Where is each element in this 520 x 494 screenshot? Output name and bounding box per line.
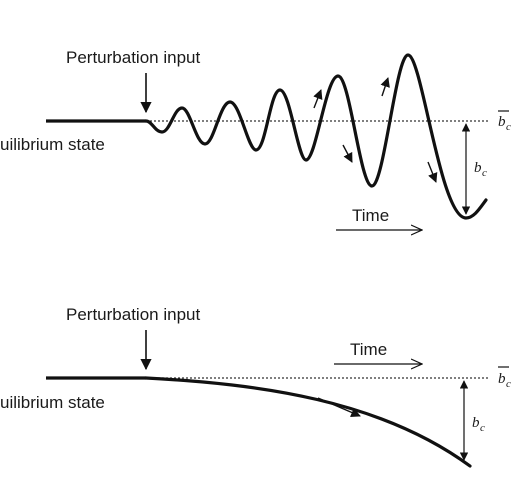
equilibrium-label: uilibrium state bbox=[0, 135, 105, 154]
bc-bar-sub: c bbox=[506, 378, 511, 390]
divergence-curve bbox=[144, 376, 472, 468]
bc-sub: c bbox=[482, 167, 487, 179]
bc-bar-label: b bbox=[498, 114, 506, 130]
up-arrow-icon bbox=[380, 77, 390, 97]
perturbation-label: Perturbation input bbox=[66, 48, 200, 67]
time-label: Time bbox=[352, 206, 389, 225]
bc-sub: c bbox=[480, 422, 485, 434]
bc-bar-label: b bbox=[498, 371, 506, 387]
bc-bar-sub: c bbox=[506, 121, 511, 133]
bottom-panel: Perturbation input uilibrium state Time … bbox=[0, 305, 511, 468]
equilibrium-label: uilibrium state bbox=[0, 393, 105, 412]
down-arrow-icon bbox=[342, 144, 353, 163]
top-panel: Perturbation input uilibrium state b c b… bbox=[0, 48, 511, 230]
down-arrow-icon bbox=[427, 161, 438, 183]
right-arrow-icon bbox=[317, 397, 361, 418]
time-label: Time bbox=[350, 340, 387, 359]
oscillation-curve bbox=[144, 53, 488, 220]
bc-label: b bbox=[472, 415, 480, 431]
bc-label: b bbox=[474, 160, 482, 176]
up-arrow-icon bbox=[313, 89, 323, 109]
perturbation-label: Perturbation input bbox=[66, 305, 200, 324]
